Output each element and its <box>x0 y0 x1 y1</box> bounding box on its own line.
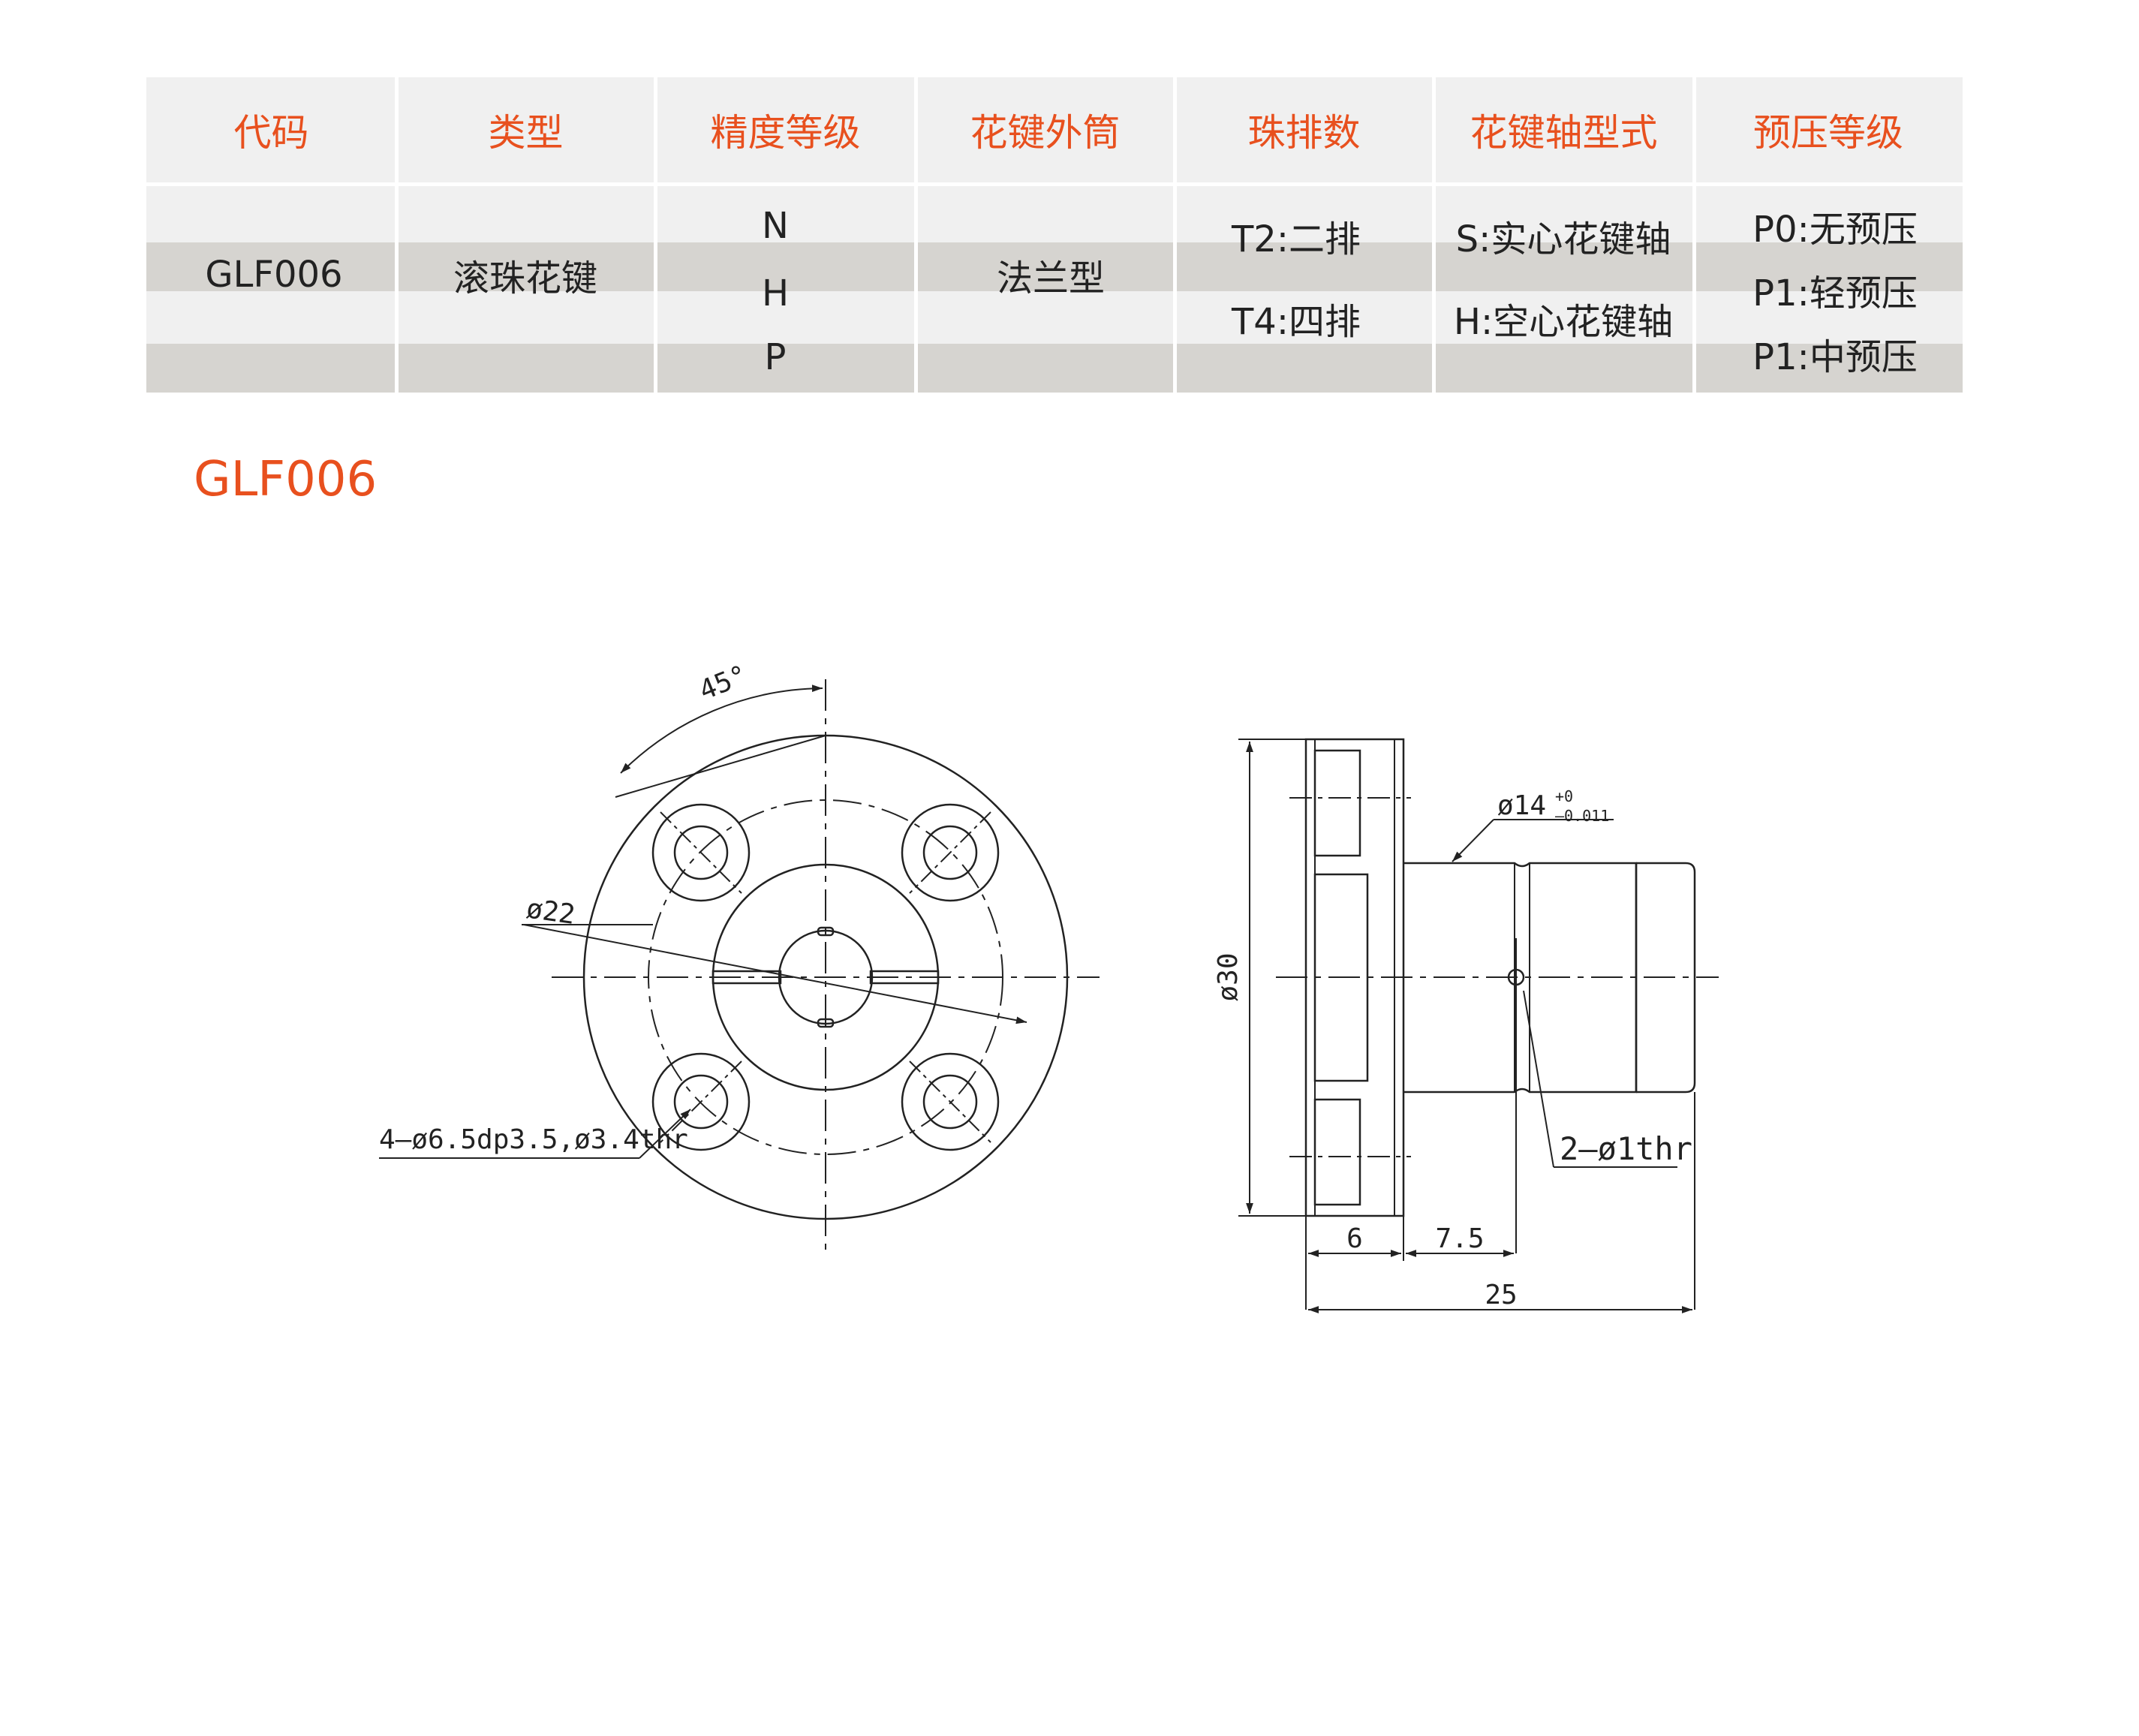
mounting-hole <box>901 803 1000 902</box>
flange-width-label: 6 <box>1346 1223 1363 1254</box>
cell-ball-rows: T2:二排 <box>1231 218 1361 260</box>
pcd-leader <box>523 924 1027 1024</box>
angle-dimension-arc <box>620 684 823 774</box>
column-divider <box>1692 77 1696 393</box>
cell-outer-cylinder: 法兰型 <box>996 257 1106 299</box>
table-band <box>146 291 1963 344</box>
hole-label: 4–ø6.5dp3.5,ø3.4thr <box>379 1124 688 1155</box>
table-band <box>146 242 1963 291</box>
spline-groove <box>817 1018 835 1028</box>
oil-hole-offset-label: 7.5 <box>1435 1223 1484 1254</box>
mounting-hole <box>651 1052 751 1151</box>
cell-preload: P1:轻预压 <box>1752 272 1918 314</box>
mounting-hole <box>651 803 751 902</box>
overall-length-label: 25 <box>1485 1280 1517 1310</box>
header-code: 代码 <box>146 77 396 182</box>
cell-type: 滚珠花键 <box>453 257 598 299</box>
table-band <box>146 344 1963 393</box>
cell-shaft-type: S:实心花键轴 <box>1455 218 1671 260</box>
cell-precision: H <box>761 272 790 314</box>
row-divider <box>146 182 1963 186</box>
pitch-circle <box>648 799 1003 1155</box>
flange-body <box>1304 738 1405 1217</box>
counterbore-section <box>1313 1098 1361 1206</box>
cell-code: GLF006 <box>205 254 343 296</box>
mounting-hole <box>901 1052 1000 1151</box>
header-ball-rows: 珠排数 <box>1175 77 1434 182</box>
header-precision: 精度等级 <box>655 77 916 182</box>
key-slot <box>711 970 782 985</box>
outer-dia-label: ø30 <box>1213 952 1244 1001</box>
cell-ball-rows: T4:四排 <box>1231 301 1361 343</box>
model-title: GLF006 <box>194 452 378 507</box>
front-view <box>379 679 1100 1253</box>
column-divider <box>654 77 657 393</box>
tolerance-lower: –0.011 <box>1555 807 1609 825</box>
spline-groove <box>817 926 835 937</box>
column-divider <box>1432 77 1436 393</box>
cell-preload: P1:中预压 <box>1752 336 1918 378</box>
cell-precision: N <box>762 205 789 247</box>
oil-hole-label: 2–ø1thr <box>1560 1130 1692 1167</box>
header-outer-cylinder: 花键外筒 <box>916 77 1175 182</box>
cell-shaft-type: H:空心花键轴 <box>1453 301 1674 343</box>
spec-table: 代码 类型 精度等级 花键外筒 珠排数 花键轴型式 预压等级 GLF006 滚珠… <box>146 77 1963 393</box>
pcd-label: ø22 <box>525 893 577 931</box>
side-view <box>1238 738 1719 1313</box>
header-preload: 预压等级 <box>1694 77 1963 182</box>
shaft-dia-label: ø14 <box>1497 790 1546 821</box>
tolerance-upper: +0 <box>1555 787 1573 805</box>
header-shaft-type: 花键轴型式 <box>1434 77 1694 182</box>
table-band <box>146 186 1963 242</box>
column-divider <box>395 77 399 393</box>
header-type: 类型 <box>396 77 655 182</box>
cell-preload: P0:无预压 <box>1752 209 1918 251</box>
key-slot <box>869 970 940 985</box>
column-divider <box>1173 77 1177 393</box>
counterbore-section <box>1313 749 1361 857</box>
end-seal <box>1636 862 1696 1094</box>
spline-bore <box>778 929 874 1025</box>
flange-recess <box>1313 873 1369 1082</box>
angle-extension <box>615 735 826 798</box>
cell-precision: P <box>764 336 787 378</box>
shaft-dia-leader <box>1452 819 1494 862</box>
column-divider <box>914 77 918 393</box>
